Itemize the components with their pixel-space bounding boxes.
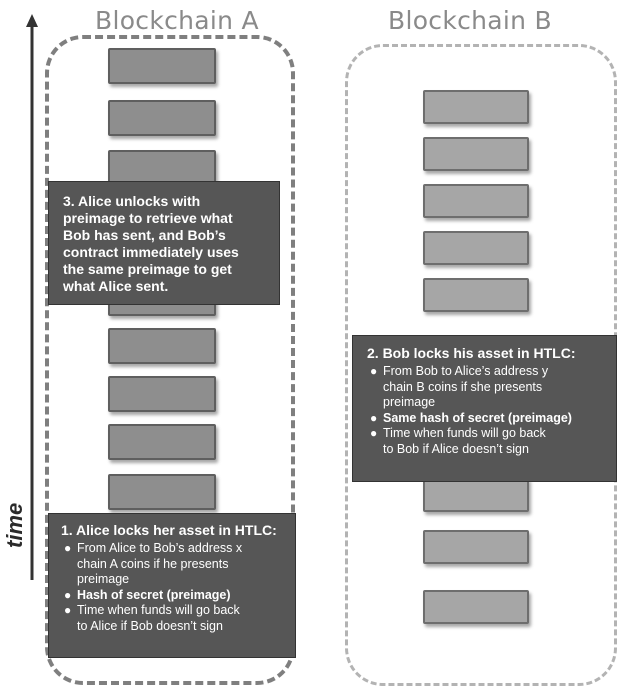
chain-a-block xyxy=(108,48,216,84)
chain-b-block xyxy=(423,478,529,512)
chain-b-block xyxy=(423,530,529,564)
step3-line: what Alice sent. xyxy=(63,278,169,294)
step1-bullet: ● From Alice to Bob’s address x chain A … xyxy=(64,541,243,586)
chain-b-title: Blockchain B xyxy=(388,6,553,35)
chain-a-block xyxy=(108,376,216,412)
step2-bullet: ● Same hash of secret (preimage) xyxy=(370,410,572,425)
chain-a-block xyxy=(108,100,216,136)
step3-line: the same preimage to get xyxy=(63,261,232,277)
step2-bullet: ● Time when funds will go back to Bob if… xyxy=(370,426,546,456)
chain-a-container xyxy=(45,35,295,685)
step3-line: Bob has sent, and Bob’s xyxy=(63,227,226,243)
step3-line: contract immediately uses xyxy=(63,244,239,260)
step3-line: 3. Alice unlocks with xyxy=(63,193,201,209)
step1-callout: 1. Alice locks her asset in HTLC: ● From… xyxy=(48,513,296,658)
step2-bullet: ● From Bob to Alice’s address y chain B … xyxy=(370,364,549,409)
chain-b-block xyxy=(423,184,529,218)
step1-bullets: ● From Alice to Bob’s address x chain A … xyxy=(61,541,289,634)
chain-b-block xyxy=(423,278,529,312)
step1-bullet: ● Hash of secret (preimage) xyxy=(64,587,231,602)
chain-a-block xyxy=(108,474,216,510)
time-label: time xyxy=(2,502,27,548)
chain-a-block xyxy=(108,328,216,364)
chain-b-block xyxy=(423,90,529,124)
step3-line: preimage to retrieve what xyxy=(63,210,233,226)
step2-callout: 2. Bob locks his asset in HTLC: ● From B… xyxy=(352,335,617,482)
step1-bullet: ● Time when funds will go back to Alice … xyxy=(64,603,240,633)
step2-title: 2. Bob locks his asset in HTLC: xyxy=(367,345,576,361)
chain-b-block xyxy=(423,231,529,265)
time-axis-arrow xyxy=(26,14,38,580)
chain-a-block xyxy=(108,424,216,460)
chain-b-block xyxy=(423,590,529,624)
step3-callout: 3. Alice unlocks with preimage to retrie… xyxy=(48,181,280,305)
step2-bullets: ● From Bob to Alice’s address y chain B … xyxy=(367,364,610,457)
chain-a-title: Blockchain A xyxy=(95,6,259,35)
chain-b-block xyxy=(423,137,529,171)
step1-title: 1. Alice locks her asset in HTLC: xyxy=(61,522,277,538)
